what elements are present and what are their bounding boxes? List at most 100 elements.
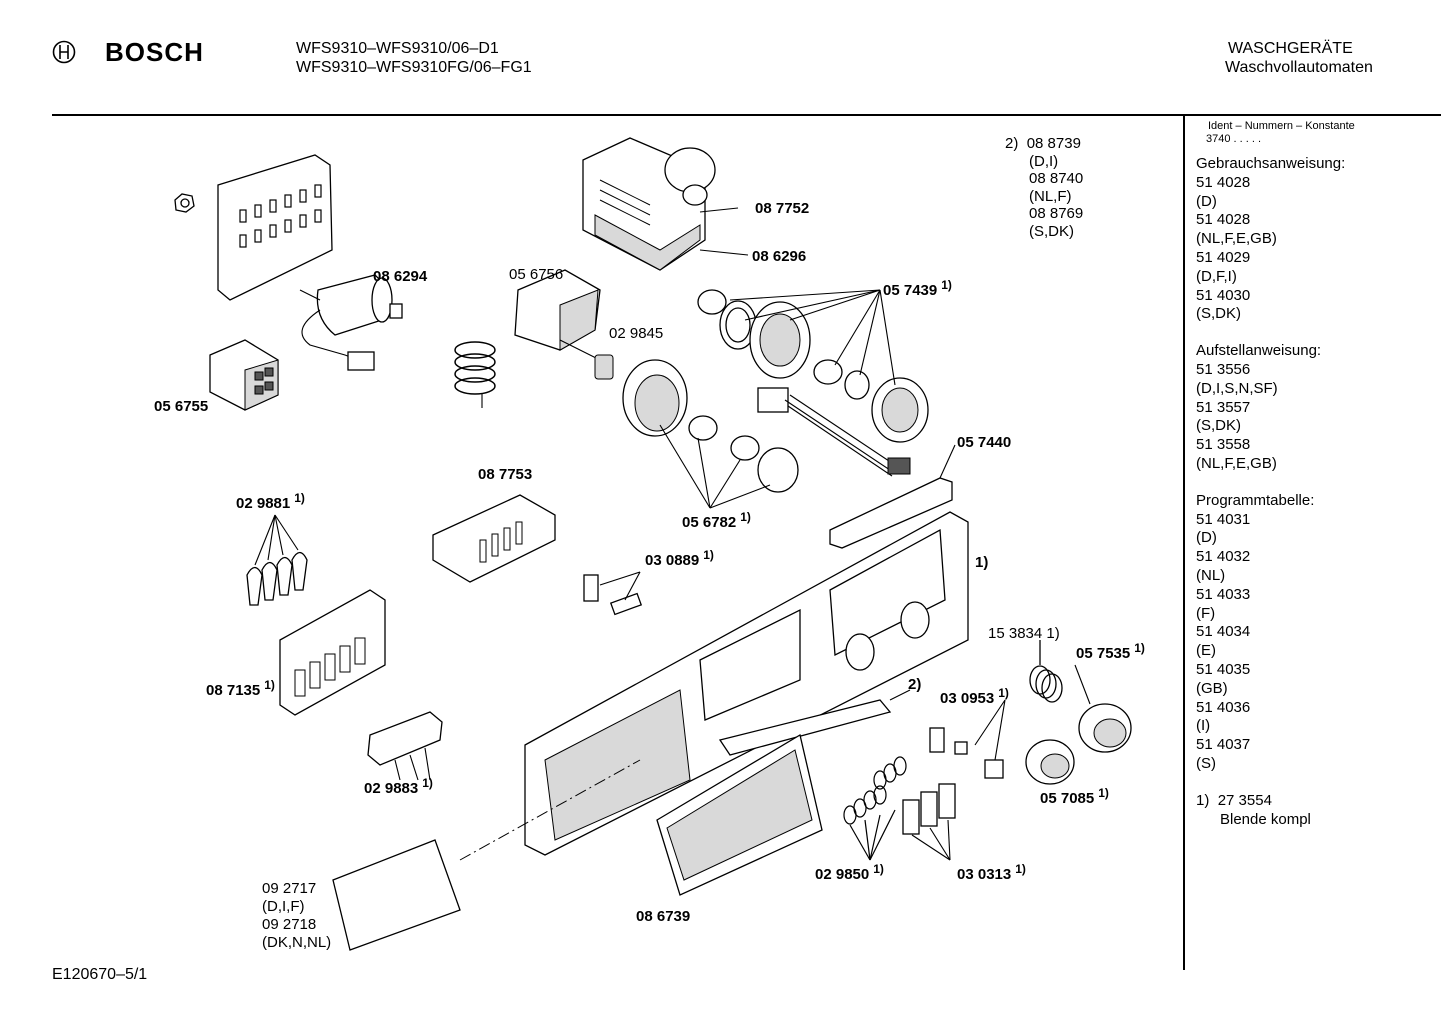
- list-item: (NL,F,E,GB): [1196, 454, 1277, 472]
- footnote-marker: 1): [1196, 791, 1210, 809]
- part-label-086739: 08 6739: [636, 908, 691, 925]
- list-item: (NL,F,E,GB): [1196, 230, 1277, 248]
- brand-name: BOSCH: [105, 37, 204, 67]
- card-number-line: 09 2717: [262, 880, 317, 897]
- header-rule: [52, 114, 1441, 116]
- category-line-2: Waschvollautomaten: [1225, 59, 1373, 76]
- list-item: 51 4037: [1196, 736, 1251, 754]
- shaft-part: [929, 699, 1006, 779]
- list-item: 51 4028: [1196, 211, 1251, 229]
- note-2-line: (NL,F): [1029, 187, 1072, 205]
- button-springs-part: [843, 756, 907, 861]
- rotary-knob-part: [1025, 664, 1132, 785]
- list-item: 51 3556: [1196, 360, 1251, 378]
- list-item: (D,I,S,N,SF): [1196, 379, 1278, 397]
- part-label-087753: 08 7753: [478, 466, 533, 483]
- ident-title: Ident – Nummern – Konstante: [1208, 120, 1355, 132]
- note-2-line: (D,I): [1029, 152, 1059, 170]
- list-item: (D): [1196, 529, 1217, 547]
- knob-assembly-part: [697, 289, 929, 443]
- cover-flap-part: [656, 733, 823, 896]
- label-strip-part: [718, 689, 911, 756]
- note-2: 2) 08 8739 (D,I) 08 8740 (NL,F) 08 8769 …: [1005, 135, 1083, 240]
- strip-note-label: 2): [908, 676, 922, 693]
- switch-block-part: [432, 494, 556, 583]
- card-number-line: (DK,N,NL): [262, 934, 332, 951]
- model-line-2: WFS9310–WFS9310FG/06–FG1: [296, 59, 532, 76]
- section-aufstell: Aufstellanweisung: 51 3556 (D,I,S,N,SF) …: [1196, 342, 1436, 474]
- bosch-logo-icon: [52, 40, 76, 64]
- part-label-029845: 02 9845: [609, 325, 664, 342]
- card-number-line: (D,I,F): [262, 898, 305, 915]
- list-item: (I): [1196, 717, 1211, 735]
- list-item: (S,DK): [1196, 305, 1241, 323]
- section-gebrauch: Gebrauchsanweisung: 51 4028 (D) 51 4028 …: [1196, 155, 1436, 324]
- push-buttons-part: [902, 783, 956, 861]
- model-line-1: WFS9310–WFS9310/06–D1: [296, 40, 499, 57]
- list-item: (NL): [1196, 566, 1226, 584]
- selector-switch-part: [454, 269, 614, 408]
- list-item: 51 3557: [1196, 398, 1251, 416]
- timer-motor-part: [582, 137, 749, 271]
- list-item: 51 4035: [1196, 660, 1251, 678]
- list-item: (D): [1196, 192, 1217, 210]
- part-label-056755: 05 6755: [154, 398, 209, 415]
- list-item: 51 3558: [1196, 436, 1251, 454]
- program-knob-part: [622, 359, 799, 509]
- list-item: 51 4033: [1196, 585, 1251, 603]
- list-item: (S): [1196, 754, 1216, 772]
- contact-comb-part: [367, 711, 443, 781]
- part-label-056756: 05 6756: [509, 266, 564, 283]
- category-line-1: WASCHGERÄTE: [1228, 40, 1353, 57]
- list-item: 51 4034: [1196, 623, 1251, 641]
- info-card-part: [332, 759, 641, 951]
- panel-note-label: 1): [975, 554, 989, 571]
- sidebar: Ident – Nummern – Konstante 3740 . . . .…: [1196, 120, 1436, 829]
- list-item: 51 4036: [1196, 698, 1251, 716]
- note-2-marker: 2): [1005, 135, 1019, 152]
- contact-clips-part: [246, 514, 308, 606]
- capacitor-part: [299, 274, 403, 371]
- footnote: 1) 27 3554 Blende kompl: [1196, 792, 1436, 830]
- transformer-part: [209, 339, 279, 411]
- list-item: 51 4031: [1196, 510, 1251, 528]
- connector-strip-part: [829, 444, 956, 549]
- part-label-087752: 08 7752: [755, 200, 810, 217]
- footnote-number: 27 3554: [1217, 791, 1272, 809]
- part-label-086296: 08 6296: [752, 248, 807, 265]
- part-label-057440: 05 7440: [957, 434, 1012, 451]
- note-2-line: 08 8739: [1026, 135, 1081, 152]
- list-item: (GB): [1196, 679, 1228, 697]
- footnote-text: Blende kompl: [1220, 810, 1311, 828]
- part-label-086294: 08 6294: [373, 268, 428, 285]
- list-item: 51 4032: [1196, 548, 1251, 566]
- sidebar-divider: [1183, 116, 1185, 970]
- note-2-line: 08 8769: [1029, 205, 1084, 222]
- card-numbers: 09 2717 (D,I,F) 09 2718 (DK,N,NL): [262, 880, 331, 952]
- note-2-line: 08 8740: [1029, 170, 1084, 187]
- note-2-line: (S,DK): [1029, 222, 1074, 240]
- list-item: (D,F,I): [1196, 267, 1237, 285]
- section-programm: Programmtabelle: 51 4031 (D) 51 4032 (NL…: [1196, 492, 1436, 774]
- part-label-153834: 15 3834 1): [988, 625, 1060, 642]
- wire-harness-part: [757, 387, 911, 477]
- knob-spring-part: [1029, 640, 1063, 703]
- list-item: 51 4028: [1196, 173, 1251, 191]
- list-item: 51 4030: [1196, 286, 1251, 304]
- card-number-line: 09 2718: [262, 916, 317, 933]
- mounting-plate-part: [174, 154, 333, 301]
- ident-value: 3740 . . . . .: [1206, 133, 1262, 145]
- section-title: Aufstellanweisung:: [1196, 342, 1322, 360]
- list-item: 51 4029: [1196, 248, 1251, 266]
